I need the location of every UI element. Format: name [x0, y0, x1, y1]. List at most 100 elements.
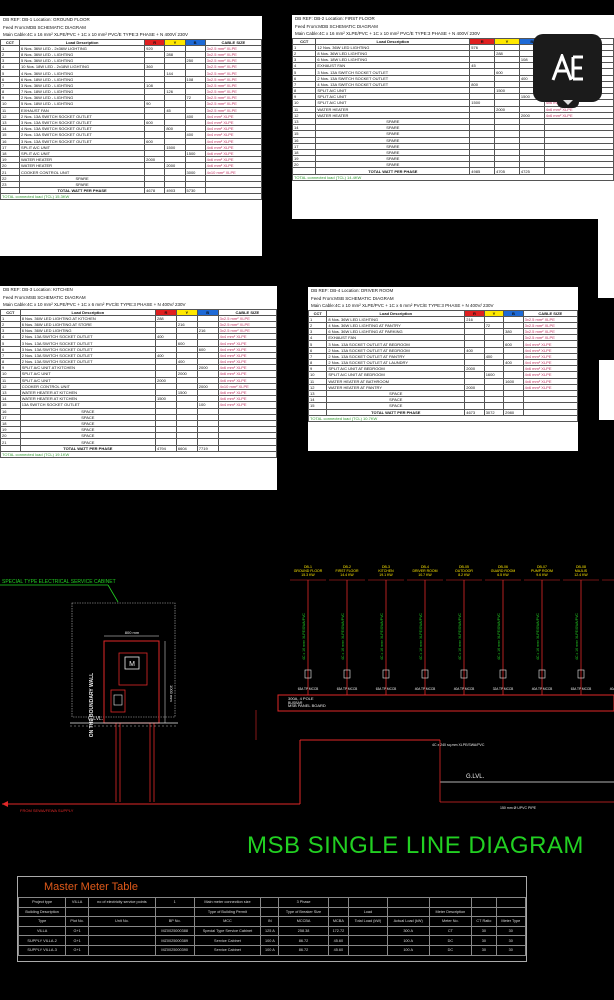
meter-cell — [348, 935, 388, 946]
meter-cell: 86.72 — [278, 944, 329, 956]
feeder-name: DB-05 — [459, 565, 469, 569]
meter-cell: 3 Phase — [278, 897, 329, 908]
feeder-name: DB-3 — [382, 565, 390, 569]
meter-cell: Meter No. — [428, 916, 473, 927]
msb-panel-label: MSB PANEL BOARD — [288, 703, 326, 708]
meter-cell: DC — [428, 944, 473, 956]
meter-cell: Meter Description — [428, 906, 473, 918]
glvl-left: G.LVL. — [88, 716, 103, 722]
meter-cell: no of electricity service points — [87, 897, 156, 908]
meter-cell — [327, 897, 350, 908]
feeder-cable-label: 4C x 16 mm² XLPE/SWA/PVC — [536, 613, 540, 660]
feeder-mccb: 40A TP MCCB — [532, 687, 553, 691]
meter-cell: 258.38 — [278, 925, 329, 937]
meter-cell: VILLA — [17, 925, 67, 937]
meter-table-title: Master Meter Table — [44, 881, 138, 893]
feeder-loc: OUTDOOR — [455, 569, 473, 573]
duct-label: 150 mm Ø UPVC PIPE — [500, 806, 537, 810]
feeder-load: 9.6 KW — [536, 573, 548, 577]
tcl-row: TOTAL connected load (TCL) 19.1KW — [0, 450, 277, 459]
feeder-cable-label: 4C x 16 mm² XLPE/SWA/PVC — [380, 613, 384, 660]
meter-cell: Unit No. — [87, 916, 156, 927]
partial-sheet-edge-2 — [599, 360, 614, 420]
feeder-name: DB-06 — [498, 565, 508, 569]
svg-text:M: M — [129, 661, 135, 668]
meter-cell: Project type — [17, 897, 67, 908]
meter-cell: 1 — [154, 897, 195, 908]
db4-load-schedule: DB REF: DB-4 Location: DRIVER ROOM Feed F… — [308, 287, 578, 451]
feeder-cable-label: 4C x 16 mm² XLPE/SWA/PVC — [341, 613, 345, 660]
meter-cell: MZ0025000390 — [154, 944, 195, 956]
meter-cell — [386, 906, 430, 918]
sheet-hdr1: DB REF: DB-4 Location: DRIVER ROOM — [311, 288, 394, 293]
feeder-mccb: 63A TP MCCB — [376, 687, 397, 691]
meter-cell: 30 — [495, 944, 527, 956]
partial-sheet-edge — [598, 218, 614, 298]
wall-label: ON THE BOUNDARY WALL — [89, 673, 95, 737]
feeder-name: DB-08 — [576, 565, 586, 569]
meter-cell: 86.72 — [278, 935, 329, 946]
sheet-hdr3: Main Cable:4C x 16 mm² XLPE/PVC + 1C x 1… — [295, 31, 480, 36]
meter-cell — [87, 944, 156, 956]
meter-cell: 30 — [495, 925, 527, 937]
ae-badge[interactable] — [533, 34, 602, 108]
diagram-title: MSB SINGLE LINE DIAGRAM — [247, 832, 584, 859]
feeder-mccb: 63A TP MCCB — [337, 687, 358, 691]
meter-cell: Load — [348, 906, 388, 918]
meter-cell: 100 A — [260, 935, 280, 946]
meter-cell: MZ0025000389 — [154, 935, 195, 946]
feeder-loc: GUARD ROOM — [491, 569, 516, 573]
sheet-hdr1: DB REF: DB-2 Location: FIRST FLOOR — [295, 16, 375, 21]
meter-cell: Actual Load (kW) — [386, 916, 430, 927]
meter-cell: G+1 — [65, 925, 89, 937]
sheet-hdr2: Feed From:MSB SCHEMATIC DIAGRAM — [3, 294, 86, 300]
meter-cell: IN — [260, 916, 280, 927]
sheet-hdr1: DB REF: DB-1 Location: GROUND FLOOR — [3, 17, 90, 22]
feeder-mccb: 40A TP MCCB — [454, 687, 475, 691]
meter-cell — [428, 897, 473, 908]
meter-cell: CT Ratio — [471, 916, 497, 927]
meter-cell — [154, 906, 195, 918]
meter-cell — [87, 935, 156, 946]
from-supply-label: FROM SEWA/FEWA SUPPLY — [20, 808, 74, 813]
meter-cell: Special Type Service Cabinet — [193, 925, 262, 937]
meter-cell: MZ0025000388 — [154, 925, 195, 937]
meter-cell — [348, 944, 388, 956]
meter-cell: SUPPLY VILLA-3 — [17, 944, 67, 956]
tcl-row: TOTAL connected load (TCL) 15.3KW — [0, 193, 262, 201]
meter-cell — [87, 906, 156, 918]
feeder-load: 19.1 KW — [379, 573, 393, 577]
meter-cell: G+1 — [65, 935, 89, 946]
feeder-load: 14.4 KW — [340, 573, 354, 577]
meter-cell: BP No. — [154, 916, 195, 927]
sheet-hdr3: Main Cable:4C x 16 mm² XLPE/PVC + 1C x 1… — [3, 32, 188, 37]
meter-cell: MCC — [193, 916, 262, 927]
feeder-loc: MAJLIS — [575, 569, 588, 573]
meter-cell: 30 — [471, 944, 497, 956]
meter-cell: 172.72 — [327, 925, 350, 937]
meter-cell: 125 A — [260, 925, 280, 937]
incomer-label: 300A, 4 POLE — [288, 696, 314, 701]
meter-cell: 100 A — [386, 935, 430, 946]
sheet-hdr2: Feed From:MSB SCHEMATIC DIAGRAM — [311, 295, 394, 301]
meter-cell: 100 A — [386, 944, 430, 956]
meter-cell: MCCBA — [278, 916, 329, 927]
feeder-mccb: 63A TP MCCB — [571, 687, 592, 691]
